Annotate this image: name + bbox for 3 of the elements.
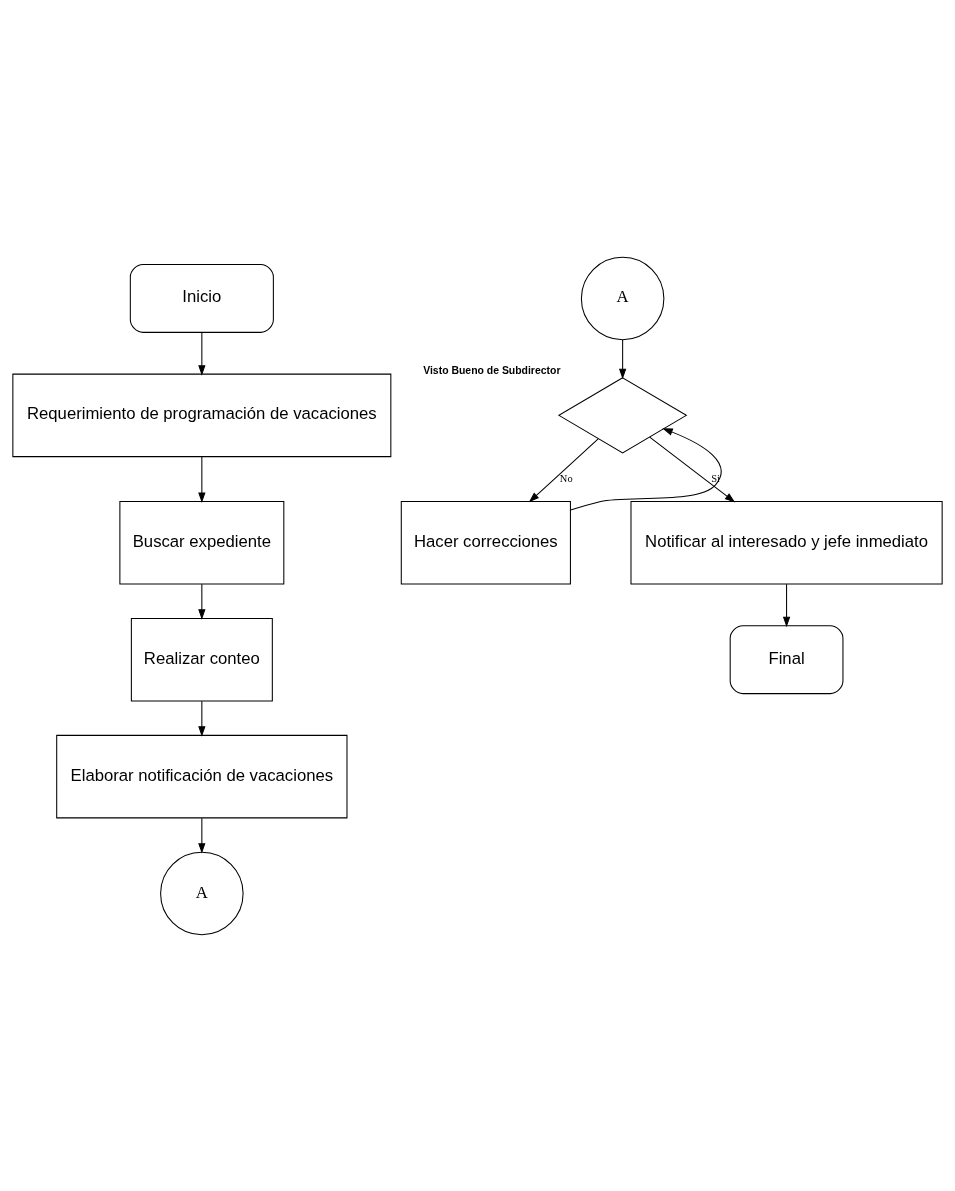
edge-label: Si — [711, 472, 720, 484]
node-label: Visto Bueno de Subdirector — [423, 364, 561, 376]
edge-label: No — [559, 472, 573, 484]
